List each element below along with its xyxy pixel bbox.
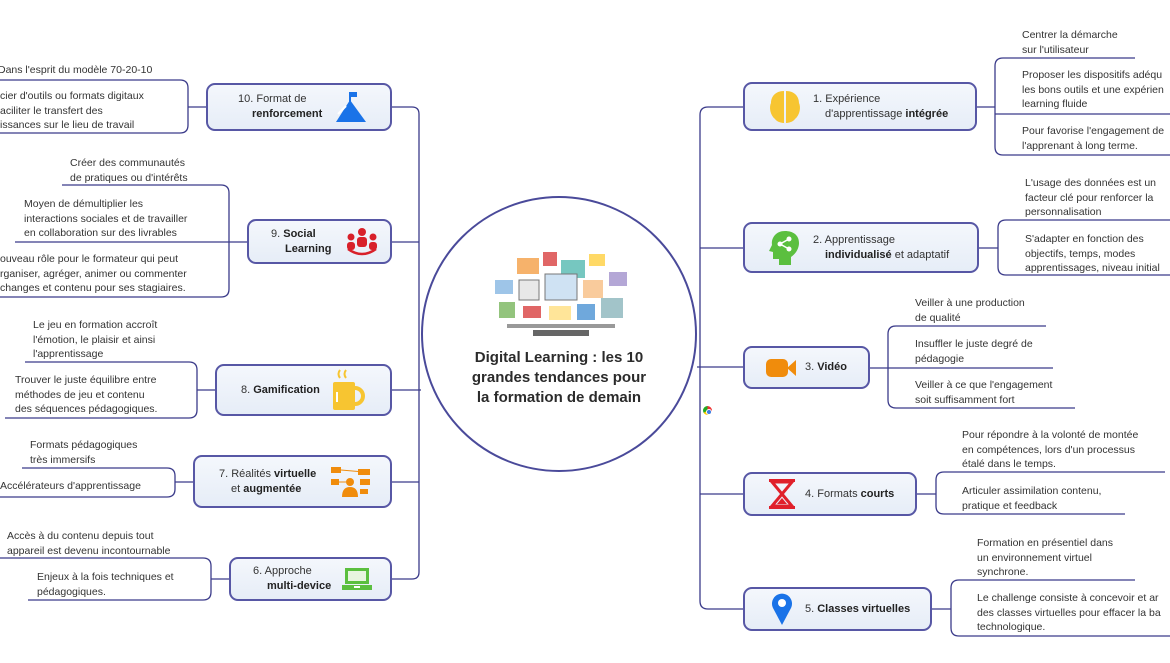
- subtopic[interactable]: Insuffler le juste degré de pédagogie: [915, 338, 1033, 365]
- topic-label: et: [231, 482, 244, 495]
- subtopic[interactable]: L'usage des données est un facteur clé p…: [1025, 177, 1157, 218]
- subtopic[interactable]: Formation en présentiel dans un environn…: [977, 537, 1113, 578]
- subtopic[interactable]: Dans l'esprit du modèle 70-20-10: [0, 64, 153, 76]
- topic-1-experience-integree[interactable]: 1. Expérience d'apprentissage intégrée: [743, 82, 977, 131]
- digital-learning-illustration-icon: [495, 252, 627, 336]
- subtopic[interactable]: Veiller à ce que l'engagement soit suffi…: [915, 379, 1053, 406]
- topic-label-bold: individualisé: [825, 248, 892, 261]
- topic-label-bold: Classes virtuelles: [817, 602, 911, 615]
- topic-4-formats-courts[interactable]: 4. Formats courts: [743, 472, 917, 516]
- topic-label: 6. Approche: [253, 565, 312, 577]
- video-camera-icon: [765, 357, 797, 379]
- topic-label: 3.: [805, 361, 818, 373]
- subtopic[interactable]: Accès à du contenu depuis tout appareil …: [7, 530, 171, 557]
- subtopic[interactable]: Le jeu en formation accroît l'émotion, l…: [33, 319, 158, 360]
- group-icon: [345, 227, 379, 257]
- topic-3-video[interactable]: 3. Vidéo: [743, 346, 870, 389]
- topic-label: 9.: [271, 227, 284, 240]
- laptop-icon: [341, 566, 373, 592]
- topic-label-bold: Social: [283, 227, 316, 240]
- subtopic[interactable]: S'adapter en fonction des objectifs, tem…: [1025, 233, 1160, 274]
- topic-8-gamification[interactable]: 8. Gamification: [215, 364, 392, 416]
- subtopic[interactable]: Accélérateurs d'apprentissage: [0, 480, 141, 492]
- subtopic[interactable]: Le challenge consiste à concevoir et ar …: [977, 592, 1161, 633]
- subtopic[interactable]: Pour répondre à la volonté de montée en …: [962, 429, 1139, 470]
- topic-label-bold: Learning: [285, 242, 332, 255]
- topic-label: 8.: [241, 383, 254, 396]
- network-person-icon: [330, 465, 372, 499]
- topic-label-bold: multi-device: [267, 580, 332, 592]
- subtopic[interactable]: Moyen de démultiplier les interactions s…: [24, 198, 188, 239]
- topic-label: et adaptatif: [891, 248, 950, 261]
- topic-5-classes-virtuelles[interactable]: 5. Classes virtuelles: [743, 587, 932, 631]
- subtopic[interactable]: Centrer la démarche sur l'utilisateur: [1022, 29, 1118, 56]
- topic-label: d'apprentissage: [825, 107, 906, 120]
- topic-label: 1. Expérience: [813, 92, 881, 105]
- topic-10-format-renforcement[interactable]: 10. Format de renforcement: [206, 83, 392, 131]
- topic-label-bold: Vidéo: [817, 361, 847, 373]
- subtopic[interactable]: Créer des communautés de pratiques ou d'…: [70, 157, 188, 184]
- central-topic-title: Digital Learning : les 10 grandes tendan…: [471, 349, 647, 406]
- hourglass-icon: [767, 478, 797, 510]
- brain-icon: [767, 89, 803, 125]
- topic-label: 5.: [805, 602, 818, 615]
- subtopic[interactable]: cier d'outils ou formats digitaux acilit…: [0, 90, 144, 131]
- topic-label: 10. Format de: [238, 93, 307, 105]
- topic-label: 7. Réalités: [219, 467, 275, 480]
- subtopic[interactable]: Trouver le juste équilibre entre méthode…: [15, 374, 158, 415]
- subtopic[interactable]: ouveau rôle pour le formateur qui peut r…: [0, 253, 187, 294]
- mug-icon: [330, 368, 366, 412]
- subtopic[interactable]: Pour favorise l'engagement de l'apprenan…: [1022, 125, 1165, 152]
- topic-label-bold: virtuelle: [274, 467, 317, 480]
- topic-label-bold: intégrée: [905, 107, 949, 120]
- topic-label-bold: renforcement: [252, 108, 323, 120]
- subtopic[interactable]: Enjeux à la fois techniques et pédagogiq…: [37, 571, 174, 598]
- head-share-icon: [769, 229, 801, 267]
- map-pin-icon: [771, 592, 793, 626]
- topic-2-apprentissage-individualise[interactable]: 2. Apprentissage individualisé et adaptat…: [743, 222, 979, 273]
- topic-label-bold: courts: [860, 487, 895, 500]
- topic-label-bold: augmentée: [243, 482, 302, 495]
- subtopic[interactable]: Veiller à une production de qualité: [915, 297, 1025, 324]
- mountain-flag-icon: [332, 90, 368, 124]
- subtopic[interactable]: Articuler assimilation contenu, pratique…: [962, 485, 1102, 512]
- topic-label: 4. Formats: [805, 487, 861, 500]
- topic-label: 2. Apprentissage: [813, 233, 895, 246]
- topic-6-approche-multi-device[interactable]: 6. Approche multi-device: [229, 557, 392, 601]
- browser-icon: [703, 406, 712, 415]
- subtopic[interactable]: Proposer les dispositifs adéqu les bons …: [1022, 69, 1164, 110]
- topic-7-realites-virtuelle-augmentee[interactable]: 7. Réalités virtuelle et augmentée: [193, 455, 392, 508]
- topic-label-bold: Gamification: [253, 383, 320, 396]
- subtopic[interactable]: Formats pédagogiques très immersifs: [30, 439, 138, 466]
- central-topic[interactable]: Digital Learning : les 10 grandes tendan…: [421, 196, 697, 472]
